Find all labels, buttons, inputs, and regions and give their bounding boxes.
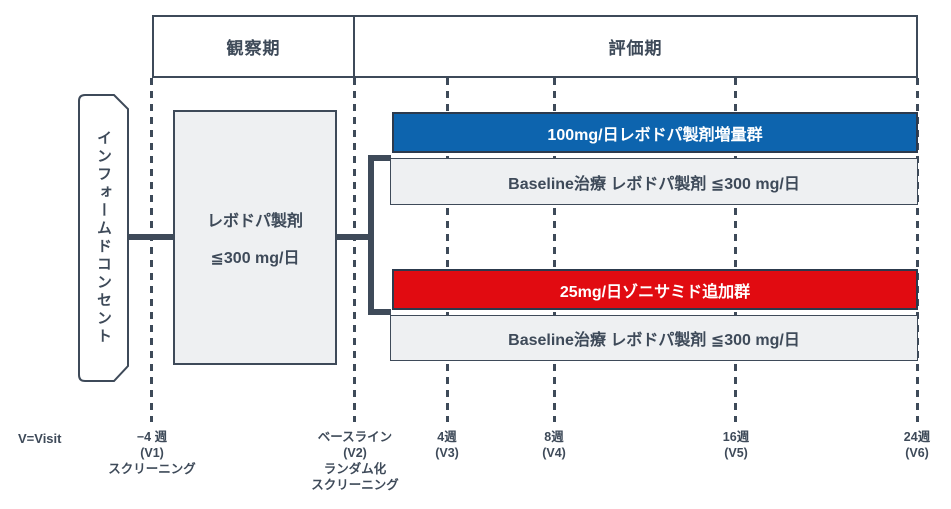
visit-line-text: ランダム化 — [323, 462, 387, 476]
run-in-line2: ≦300 mg/日 — [210, 250, 300, 267]
connector-consent-to-runin — [127, 234, 173, 240]
visit-label-v4: 8週 (V4) — [494, 429, 614, 461]
visit-label-v1: −4 週 (V1) スクリーニング — [62, 429, 242, 477]
observation-period-label: 観察期 — [154, 17, 355, 76]
visit-line-v3 — [446, 78, 449, 422]
visit-line-text: 24週 — [903, 430, 931, 444]
visit-line-v6 — [916, 78, 919, 422]
visit-line-text: (V3) — [435, 446, 459, 460]
visit-line-text: 4週 — [437, 430, 457, 444]
visit-line-v4 — [553, 78, 556, 422]
visit-line-text: (V2) — [343, 446, 367, 460]
informed-consent-shape — [78, 94, 129, 382]
run-in-line1: レボドパ製剤 — [206, 213, 303, 230]
period-header: 観察期 評価期 — [152, 15, 918, 78]
visit-line-text: (V5) — [724, 446, 748, 460]
visit-line-text: スクリーニング — [311, 478, 399, 492]
visit-line-v1 — [150, 78, 153, 422]
randomization-bracket-top-arm — [368, 155, 391, 161]
arm1-levodopa-increase-bar: 100mg/日レボドパ製剤増量群 — [392, 112, 918, 153]
visit-line-text: (V6) — [905, 446, 929, 460]
run-in-treatment-box: レボドパ製剤 ≦300 mg/日 — [173, 110, 337, 365]
visit-label-v2: ベースライン (V2) ランダム化 スクリーニング — [265, 429, 445, 493]
arm2-zonisamide-add-bar: 25mg/日ゾニサミド追加群 — [392, 269, 918, 310]
visit-line-text: (V4) — [542, 446, 566, 460]
randomization-bracket-vertical — [368, 155, 374, 315]
visit-label-v6: 24週 (V6) — [884, 429, 950, 461]
connector-runin-to-bracket — [337, 234, 374, 240]
arm2-baseline-treatment-bar: Baseline治療 レボドパ製剤 ≦300 mg/日 — [390, 315, 918, 361]
visit-label-v3: 4週 (V3) — [387, 429, 507, 461]
informed-consent-label: インフォームドコンセント — [95, 130, 112, 346]
visit-line-text: 8週 — [544, 430, 564, 444]
randomization-bracket-bottom-arm — [368, 309, 391, 315]
visit-line-text: 16週 — [722, 430, 750, 444]
informed-consent-box: インフォームドコンセント — [78, 94, 129, 382]
visit-line-v5 — [734, 78, 737, 422]
visit-line-text: スクリーニング — [108, 462, 196, 476]
visit-line-text: ベースライン — [317, 430, 393, 444]
visit-line-v2 — [353, 78, 356, 422]
evaluation-period-label: 評価期 — [608, 39, 663, 58]
visit-label-v5: 16週 (V5) — [676, 429, 796, 461]
visit-line-text: (V1) — [140, 446, 164, 460]
visit-line-text: −4 週 — [136, 430, 168, 444]
arm1-baseline-treatment-bar: Baseline治療 レボドパ製剤 ≦300 mg/日 — [390, 158, 918, 205]
visit-legend: V=Visit — [18, 431, 62, 446]
